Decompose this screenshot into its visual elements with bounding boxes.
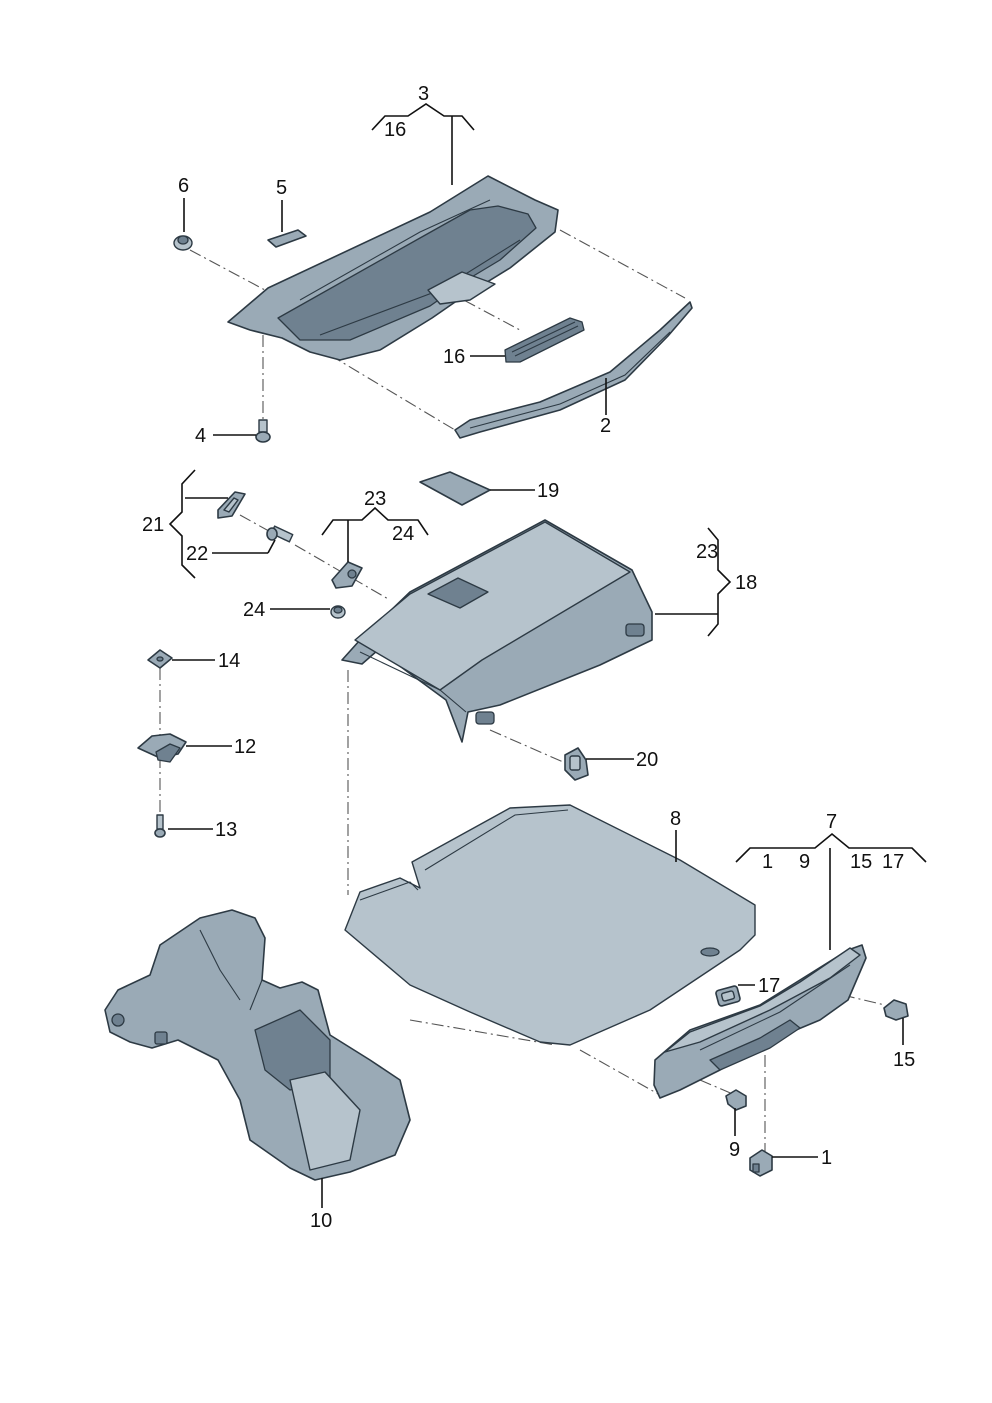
label-9: 9: [729, 1139, 740, 1161]
parcel-shelf[interactable]: [227, 175, 559, 361]
label-20: 20: [636, 749, 658, 771]
rear-panel-trim[interactable]: [341, 519, 653, 743]
clip-9[interactable]: [725, 1089, 747, 1111]
bracket-21[interactable]: [217, 491, 246, 519]
retainer-5[interactable]: [267, 229, 307, 248]
nut-14[interactable]: [147, 649, 173, 669]
label-14: 14: [218, 650, 240, 672]
holder-12[interactable]: [137, 733, 187, 763]
label-17-brace: 17: [882, 851, 904, 873]
label-21: 21: [142, 514, 164, 536]
label-16-top: 16: [384, 119, 406, 141]
label-23-brace: 23: [696, 541, 718, 563]
label-1-brace: 1: [762, 851, 773, 873]
mount-23[interactable]: [331, 561, 363, 589]
clip-24[interactable]: [330, 605, 346, 619]
label-13: 13: [215, 819, 237, 841]
label-17: 17: [758, 975, 780, 997]
label-8: 8: [670, 808, 681, 830]
label-15: 15: [893, 1049, 915, 1071]
clip-1[interactable]: [749, 1149, 773, 1177]
label-7: 7: [826, 811, 837, 833]
label-24-brace: 24: [392, 523, 414, 545]
label-10: 10: [310, 1210, 332, 1232]
label-1: 1: [821, 1147, 832, 1169]
screw-22[interactable]: [266, 525, 294, 543]
label-23: 23: [364, 488, 386, 510]
label-5: 5: [276, 177, 287, 199]
trim-strip[interactable]: [454, 301, 693, 439]
label-22: 22: [186, 543, 208, 565]
floor-mat[interactable]: [344, 804, 756, 1046]
label-6: 6: [178, 175, 189, 197]
label-18: 18: [735, 572, 757, 594]
cover-19[interactable]: [419, 471, 491, 506]
clip-6[interactable]: [173, 235, 193, 251]
screw-13[interactable]: [154, 814, 166, 838]
bolt-4[interactable]: [255, 419, 271, 443]
label-19: 19: [537, 480, 559, 502]
label-16: 16: [443, 346, 465, 368]
side-trim[interactable]: [104, 909, 411, 1181]
label-12: 12: [234, 736, 256, 758]
label-15-brace: 15: [850, 851, 872, 873]
label-9-brace: 9: [799, 851, 810, 873]
clip-15[interactable]: [883, 999, 909, 1021]
pad-17[interactable]: [715, 985, 741, 1007]
sill-trim[interactable]: [653, 944, 867, 1099]
label-2: 2: [600, 415, 611, 437]
label-24: 24: [243, 599, 265, 621]
label-3: 3: [418, 83, 429, 105]
callout-labels: 3 16 6 5 16 4 2 19 21 22 23 24 24 23 18 …: [142, 83, 915, 1232]
vent-16[interactable]: [504, 317, 585, 363]
leader-lines: [168, 103, 927, 1208]
grommet-20[interactable]: [564, 747, 589, 781]
label-4: 4: [195, 425, 206, 447]
